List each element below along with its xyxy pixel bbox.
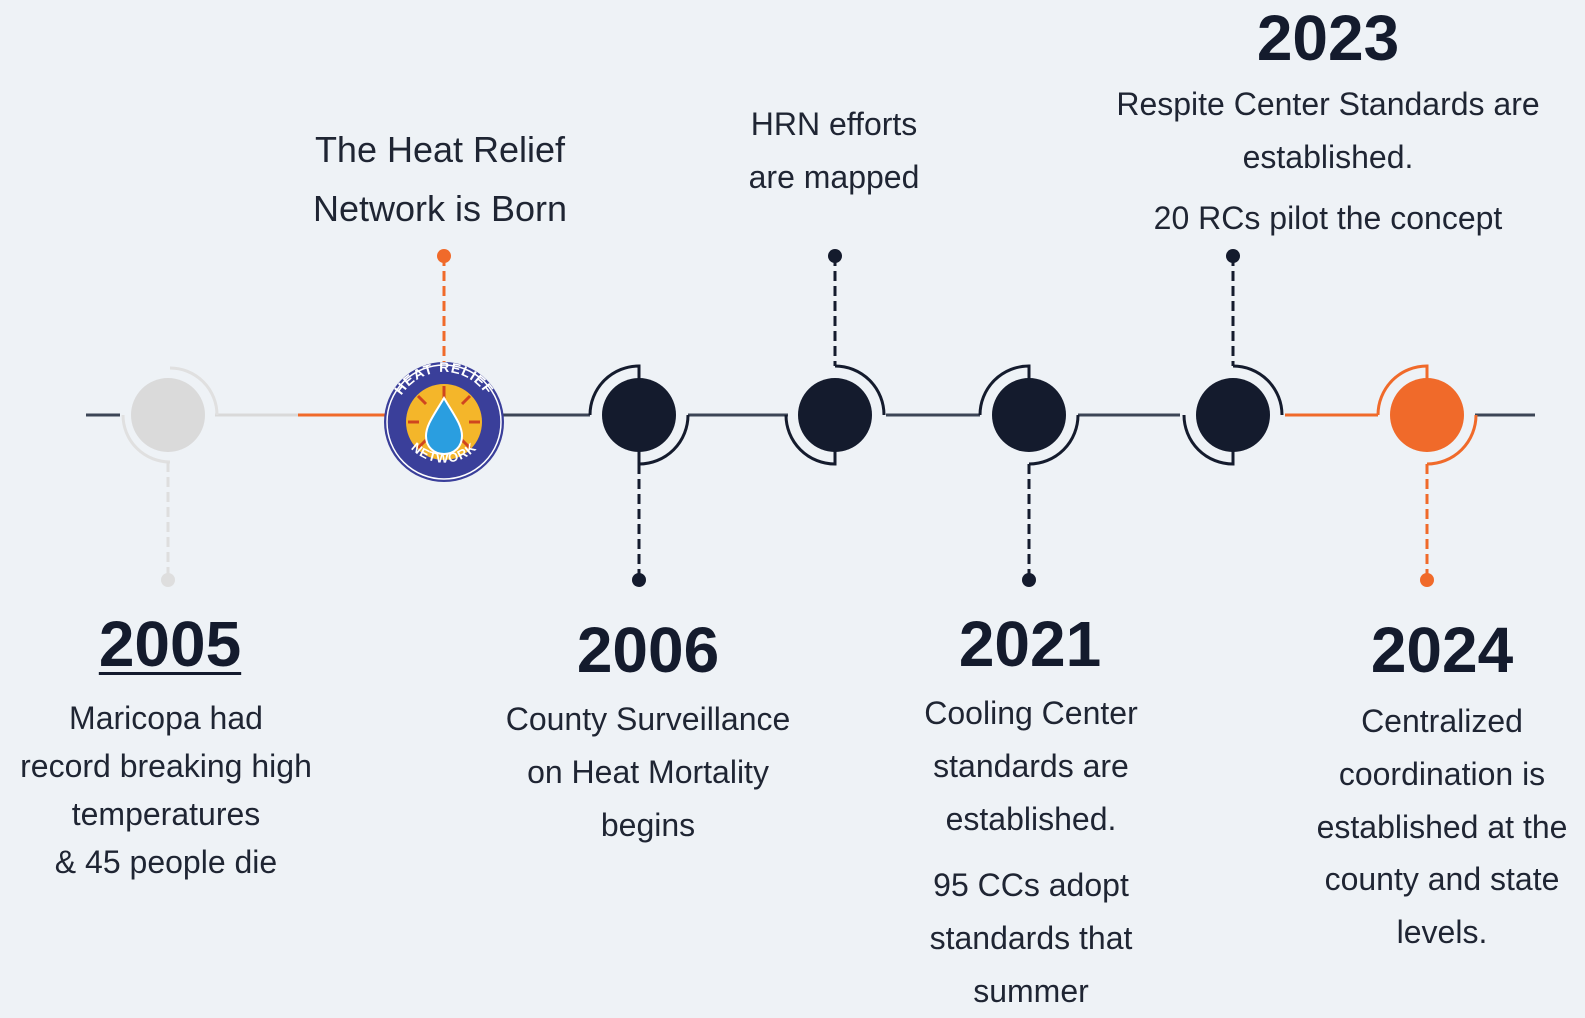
- node-2021-ring: [978, 364, 1080, 466]
- desc-2021-line-2: standards are: [933, 747, 1129, 784]
- desc-2024-line-3: established at the: [1316, 808, 1568, 845]
- desc-2024-line-1: Centralized: [1361, 703, 1523, 739]
- desc-2021-extra-line-3: summer: [973, 972, 1089, 1009]
- node-2005-ring: [121, 366, 219, 464]
- desc-2006-line-1: County Surveillance: [505, 701, 791, 737]
- node-2023-ring: [1182, 364, 1284, 466]
- desc-2005-line-2: record breaking high: [20, 748, 312, 784]
- desc-2023-line-2: established.: [1242, 138, 1414, 175]
- desc-hrn-born-line-1: The Heat Relief: [314, 129, 566, 170]
- desc-2021: Cooling Center standards are established…: [901, 687, 1161, 1018]
- node-hrn-mapped-ring: [784, 364, 886, 466]
- desc-2024-line-5: levels.: [1396, 914, 1488, 951]
- desc-2023: Respite Center Standards are established…: [1093, 78, 1563, 244]
- desc-2023-extra-line-1: 20 RCs pilot the concept: [1153, 199, 1503, 236]
- desc-2005-line-4: & 45 people die: [54, 844, 278, 880]
- node-hrn-born-connector-end: [437, 249, 451, 263]
- desc-hrn-mapped-line-2: are mapped: [748, 158, 920, 195]
- node-2024: [1376, 364, 1478, 587]
- desc-2021-extra-line-1: 95 CCs adopt: [933, 867, 1129, 904]
- desc-2024-line-4: county and state: [1324, 861, 1560, 898]
- node-2006-connector-end: [632, 573, 646, 587]
- year-2023: 2023: [1256, 2, 1400, 74]
- desc-2005-line-3: temperatures: [71, 796, 261, 832]
- desc-2006: County Surveillance on Heat Mortality be…: [478, 693, 818, 851]
- desc-2005-line-1: Maricopa had: [69, 700, 263, 736]
- desc-2024-line-2: coordination is: [1338, 755, 1546, 792]
- desc-2021-extra-line-2: standards that: [929, 920, 1133, 957]
- node-2024-connector-end: [1420, 573, 1434, 587]
- desc-2024: Centralized coordination is established …: [1297, 695, 1585, 959]
- node-2021-dot: [992, 378, 1066, 452]
- node-2023-connector-end: [1226, 249, 1240, 263]
- desc-2006-line-2: on Heat Mortality: [527, 753, 769, 790]
- year-2021: 2021: [958, 608, 1102, 680]
- node-2024-ring: [1376, 364, 1478, 466]
- node-2023: [1182, 249, 1284, 466]
- year-2024: 2024: [1370, 614, 1514, 686]
- desc-hrn-mapped-line-1: HRN efforts: [750, 106, 918, 142]
- node-2006-dot: [602, 378, 676, 452]
- node-2005: [121, 366, 219, 587]
- year-2006: 2006: [576, 614, 720, 686]
- node-hrn-born: HEAT RELIEF NETWORK: [384, 249, 504, 482]
- node-hrn-mapped-connector-end: [828, 249, 842, 263]
- desc-hrn-born-line-2: Network is Born: [312, 188, 568, 230]
- node-hrn-mapped-dot: [798, 378, 872, 452]
- node-2006: [588, 364, 690, 587]
- node-2005-connector-end: [161, 573, 175, 587]
- desc-hrn-mapped: HRN efforts are mapped: [704, 98, 964, 204]
- desc-2005: Maricopa had record breaking high temper…: [1, 694, 331, 886]
- node-2021-connector-end: [1022, 573, 1036, 587]
- desc-2021-line-3: established.: [945, 800, 1117, 837]
- node-2006-ring: [588, 364, 690, 466]
- node-hrn-mapped: [784, 249, 886, 466]
- desc-2023-line-1: Respite Center Standards are: [1116, 86, 1540, 122]
- desc-2006-line-3: begins: [600, 806, 696, 843]
- node-2005-dot: [131, 378, 205, 452]
- node-2021: [978, 364, 1080, 587]
- desc-hrn-born: The Heat Relief Network is Born: [270, 120, 610, 239]
- node-2023-dot: [1196, 378, 1270, 452]
- desc-2021-line-1: Cooling Center: [924, 695, 1138, 731]
- node-2024-dot: [1390, 378, 1464, 452]
- heat-relief-network-logo-icon: HEAT RELIEF NETWORK: [384, 359, 504, 482]
- year-2005: 2005: [98, 608, 242, 680]
